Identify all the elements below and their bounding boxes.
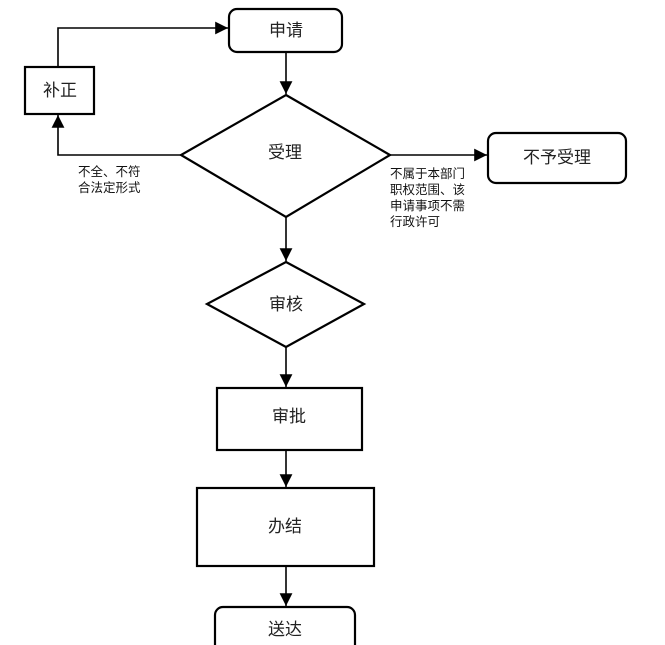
node-correct-label: 补正 [43,81,77,101]
node-accept-label: 受理 [268,143,302,163]
edge-label-not-in-scope-line-3: 申请事项不需 [390,198,465,213]
node-complete [195,486,376,568]
node-review-label: 审核 [269,295,303,315]
edge-accept-to-correct [51,115,181,156]
node-apply-label: 申请 [269,21,303,41]
node-accept [178,93,393,219]
edge-correct-to-apply [57,21,228,67]
node-approve-label: 审批 [272,407,306,427]
edge-label-not-in-scope-line-2: 职权范围、该 [390,182,465,197]
node-approve [215,386,364,452]
node-complete-label: 办结 [268,517,302,537]
node-deliver [213,605,357,645]
node-correct [23,65,96,116]
edge-label-incomplete-line-2: 合法定形式 [78,180,141,195]
node-apply [227,7,344,54]
node-reject-label: 不予受理 [523,148,591,168]
node-reject [486,131,628,185]
edge-label-not-in-scope-line-4: 行政许可 [390,214,440,229]
edge-label-incomplete-line-1: 不全、不符 [78,164,141,179]
node-review [204,260,367,349]
edge-label-not-in-scope-line-1: 不属于本部门 [390,166,465,181]
node-deliver-label: 送达 [268,620,302,640]
